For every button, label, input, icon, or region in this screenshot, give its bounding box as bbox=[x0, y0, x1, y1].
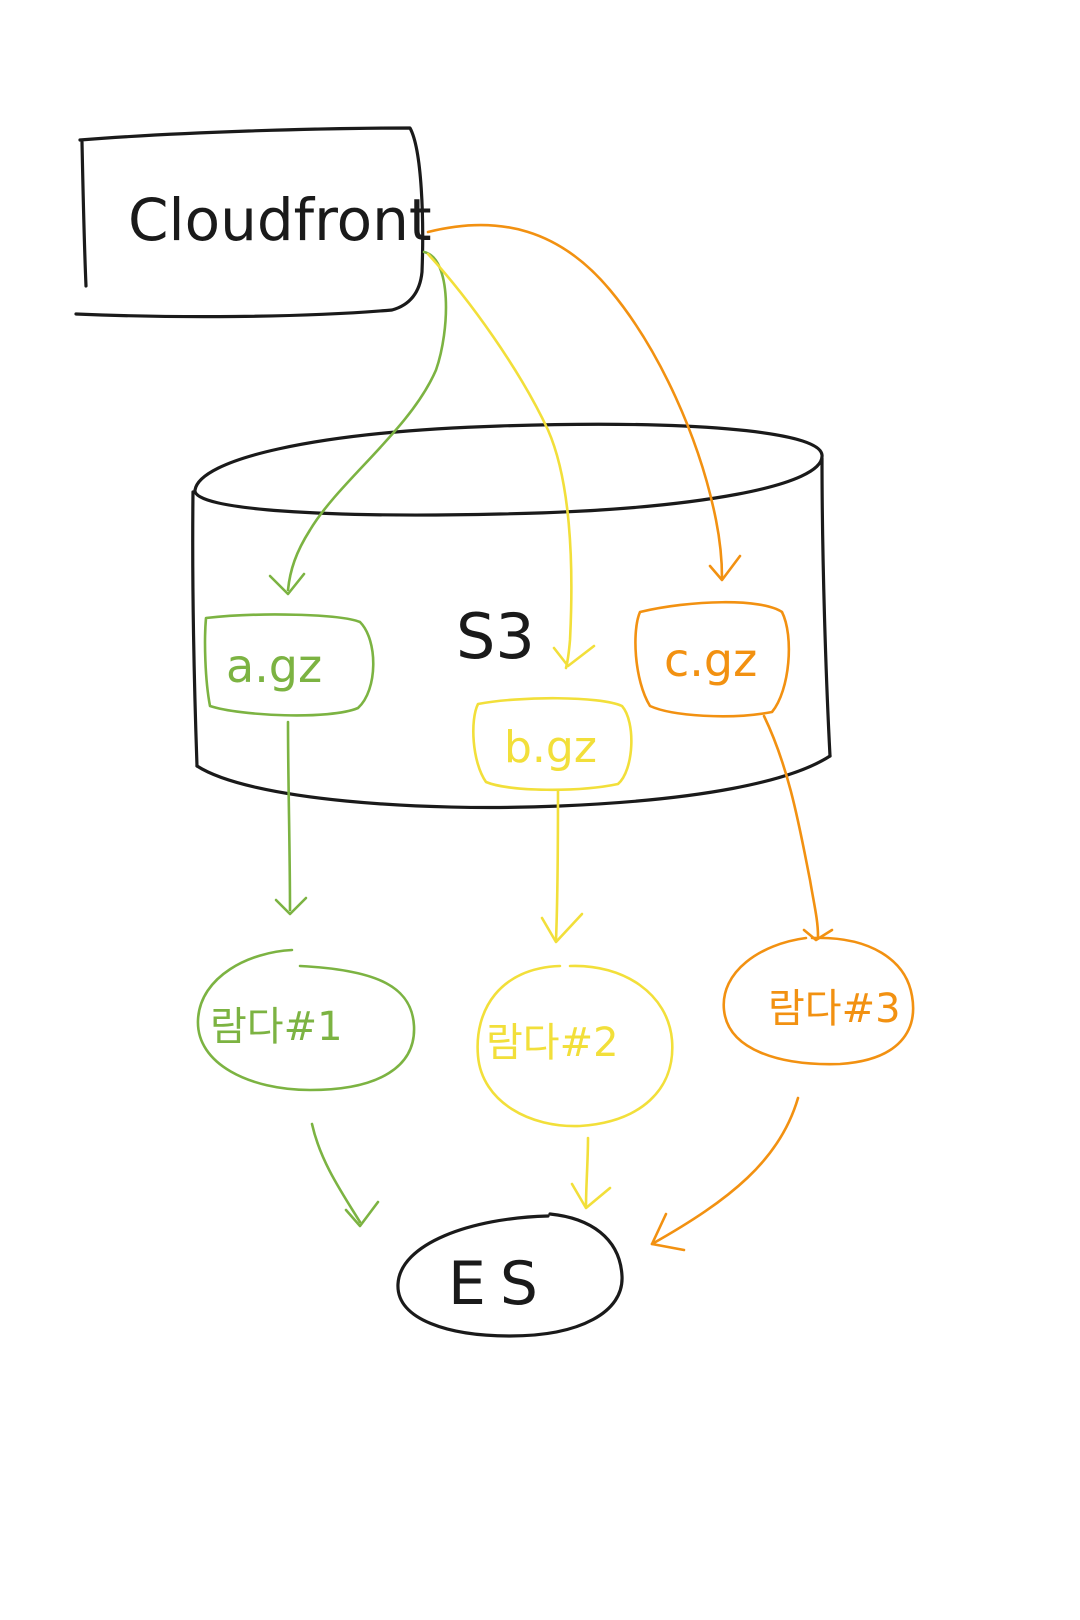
cloudfront-label: Cloudfront bbox=[128, 186, 432, 254]
es-ellipse bbox=[396, 1212, 624, 1338]
cloudfront-node: Cloudfront bbox=[74, 126, 432, 319]
edge-cloudfront-to-a bbox=[268, 250, 448, 596]
arrowhead bbox=[274, 896, 308, 916]
file-b-label: b.gz bbox=[504, 722, 597, 773]
edge-line bbox=[426, 252, 573, 670]
file-b-box bbox=[472, 696, 633, 792]
edge-c-to-lambda-3 bbox=[762, 714, 834, 942]
s3-left-wall bbox=[191, 490, 199, 768]
file-c-box bbox=[634, 600, 791, 718]
cloudfront-box bbox=[74, 126, 425, 319]
file-c-label: c.gz bbox=[664, 633, 757, 687]
edge-line bbox=[584, 1136, 590, 1208]
lambda-2-node: 람다#2 bbox=[476, 964, 674, 1128]
lambda-1-ellipse bbox=[196, 948, 416, 1092]
file-c-node: c.gz bbox=[634, 600, 791, 718]
s3-label: S3 bbox=[456, 600, 535, 673]
arrowhead bbox=[802, 928, 834, 942]
s3-bottom-curve bbox=[195, 754, 832, 810]
file-b-node: b.gz bbox=[472, 696, 633, 792]
cloudfront-box-left-edge bbox=[80, 140, 88, 288]
edge-a-to-lambda-1 bbox=[274, 720, 308, 916]
arrowhead bbox=[708, 554, 742, 582]
edge-line bbox=[286, 720, 292, 912]
es-node: ES bbox=[396, 1212, 624, 1338]
s3-right-wall bbox=[820, 456, 832, 758]
lambda-3-label: 람다#3 bbox=[768, 986, 901, 1032]
edge-line bbox=[554, 788, 560, 942]
edge-b-to-lambda-2 bbox=[540, 788, 584, 944]
lambda-2-ellipse bbox=[476, 964, 674, 1128]
s3-top-ellipse bbox=[193, 422, 824, 517]
es-label: ES bbox=[448, 1249, 552, 1319]
arrowhead bbox=[570, 1182, 612, 1210]
file-a-box bbox=[203, 613, 375, 717]
lambda-2-label: 람다#2 bbox=[486, 1020, 619, 1066]
arrowhead bbox=[344, 1200, 380, 1228]
s3-bucket-node: S3 bbox=[191, 422, 832, 810]
lambda-1-label: 람다#1 bbox=[210, 1004, 343, 1050]
edge-lambda-3-to-es bbox=[650, 1096, 800, 1252]
edge-line bbox=[310, 1122, 362, 1224]
lambda-3-node: 람다#3 bbox=[722, 936, 915, 1066]
edge-line bbox=[762, 714, 820, 938]
lambda-1-node: 람다#1 bbox=[196, 948, 416, 1092]
edge-lambda-2-to-es bbox=[570, 1136, 612, 1210]
edge-cloudfront-to-b bbox=[426, 252, 596, 670]
lambda-3-ellipse bbox=[722, 936, 915, 1066]
edge-lambda-1-to-es bbox=[310, 1122, 380, 1228]
edge-line bbox=[286, 250, 448, 592]
file-a-node: a.gz bbox=[203, 613, 375, 717]
edge-line bbox=[426, 223, 724, 580]
edge-line bbox=[650, 1096, 800, 1246]
arrowhead bbox=[650, 1212, 686, 1252]
arrowhead bbox=[552, 644, 596, 668]
edge-cloudfront-to-c bbox=[426, 223, 742, 582]
file-a-label: a.gz bbox=[226, 639, 322, 693]
arrowhead bbox=[540, 912, 584, 944]
arrowhead bbox=[268, 572, 306, 596]
